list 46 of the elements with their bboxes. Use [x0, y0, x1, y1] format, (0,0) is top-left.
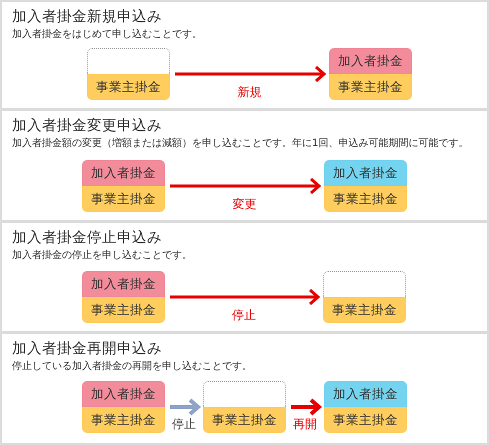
card-label: 加入者掛金	[333, 165, 398, 181]
arrow	[170, 178, 320, 194]
contribution-card	[87, 48, 170, 100]
edge-label: 新規	[236, 85, 262, 99]
contribution-card	[324, 160, 407, 212]
card-label: 加入者掛金	[91, 276, 156, 292]
edge-label: 再開	[292, 416, 318, 430]
card-label: 事業主掛金	[212, 412, 277, 428]
card-label: 加入者掛金	[333, 386, 398, 402]
edge-label: 停止	[231, 308, 257, 322]
section-description: 加入者掛金の停止を申し込むことです。	[12, 250, 192, 262]
arrow	[175, 66, 326, 82]
card-label: 加入者掛金	[338, 53, 403, 69]
card-label: 加入者掛金	[91, 386, 156, 402]
contribution-card	[82, 160, 165, 212]
contribution-card	[323, 271, 406, 323]
contribution-card	[329, 48, 412, 100]
edge-label: 停止	[171, 416, 197, 430]
contribution-card	[203, 381, 286, 433]
card-label: 事業主掛金	[91, 191, 156, 207]
card-label: 事業主掛金	[96, 79, 161, 95]
card-label: 事業主掛金	[332, 302, 397, 318]
section-description: 加入者掛金額の変更（増額または減額）を申し込むことです。年に1回、申込み可能期間に可能です。	[12, 138, 468, 150]
section-title: 加入者掛金再開申込み	[12, 340, 162, 358]
card-label: 事業主掛金	[333, 412, 398, 428]
section-title: 加入者掛金変更申込み	[12, 117, 162, 135]
contribution-card	[324, 381, 407, 433]
contribution-card	[82, 381, 165, 433]
section-description: 加入者掛金をはじめて申し込むことです。	[12, 29, 202, 41]
section-panel	[2, 111, 487, 220]
arrow	[170, 398, 200, 416]
section-panel	[2, 2, 487, 108]
section-title: 加入者掛金新規申込み	[12, 8, 162, 26]
section-panel	[2, 334, 487, 443]
edge-label: 変更	[232, 197, 258, 211]
arrow	[170, 288, 320, 306]
card-label: 事業主掛金	[91, 412, 156, 428]
section-panel	[2, 223, 487, 331]
card-label: 事業主掛金	[333, 191, 398, 207]
section-title: 加入者掛金停止申込み	[12, 229, 162, 247]
card-label: 事業主掛金	[338, 79, 403, 95]
arrow	[291, 398, 321, 416]
contribution-card	[82, 271, 165, 323]
card-label: 加入者掛金	[91, 165, 156, 181]
section-description: 停止している加入者掛金の再開を申し込むことです。	[12, 361, 252, 373]
card-label: 事業主掛金	[91, 302, 156, 318]
